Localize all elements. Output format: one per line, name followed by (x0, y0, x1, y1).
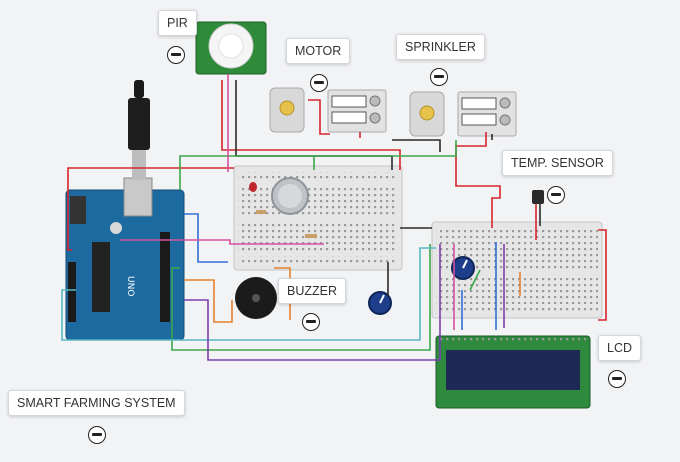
label-lcd: LCD (598, 335, 642, 361)
svg-text:UNO: UNO (125, 276, 135, 296)
collapse-temp-sensor-button[interactable] (547, 186, 565, 204)
sprinkler-power-supply[interactable] (457, 91, 517, 137)
potentiometer[interactable] (451, 256, 475, 280)
usb-cable (128, 80, 150, 180)
breadboard-secondary[interactable] (431, 221, 603, 319)
collapse-motor-button[interactable] (310, 74, 328, 92)
collapse-lcd-button[interactable] (608, 370, 626, 388)
buzzer[interactable] (235, 277, 277, 319)
pir-sensor[interactable] (195, 21, 267, 75)
label-sprinkler: SPRINKLER (396, 34, 485, 60)
gas-sensor[interactable] (271, 177, 309, 215)
collapse-title-button[interactable] (88, 426, 106, 444)
label-pir: PIR (158, 10, 197, 36)
collapse-buzzer-button[interactable] (302, 313, 320, 331)
lcd-display[interactable] (435, 335, 591, 409)
label-buzzer: BUZZER (278, 278, 346, 304)
label-temp-sensor: TEMP. SENSOR (502, 150, 613, 176)
motor[interactable] (269, 87, 305, 133)
breadboard-main[interactable] (233, 165, 403, 271)
temperature-sensor[interactable] (532, 190, 544, 204)
potentiometer[interactable] (368, 291, 392, 315)
label-motor: MOTOR (286, 38, 351, 64)
led[interactable] (249, 182, 257, 192)
arduino-uno-board[interactable]: UNO (65, 177, 185, 341)
sprinkler-motor[interactable] (409, 91, 445, 137)
motor-power-supply[interactable] (327, 89, 387, 133)
collapse-sprinkler-button[interactable] (430, 68, 448, 86)
label-title: SMART FARMING SYSTEM (8, 390, 185, 416)
resistor[interactable] (256, 210, 266, 214)
resistor[interactable] (305, 234, 317, 238)
collapse-pir-button[interactable] (167, 46, 185, 64)
